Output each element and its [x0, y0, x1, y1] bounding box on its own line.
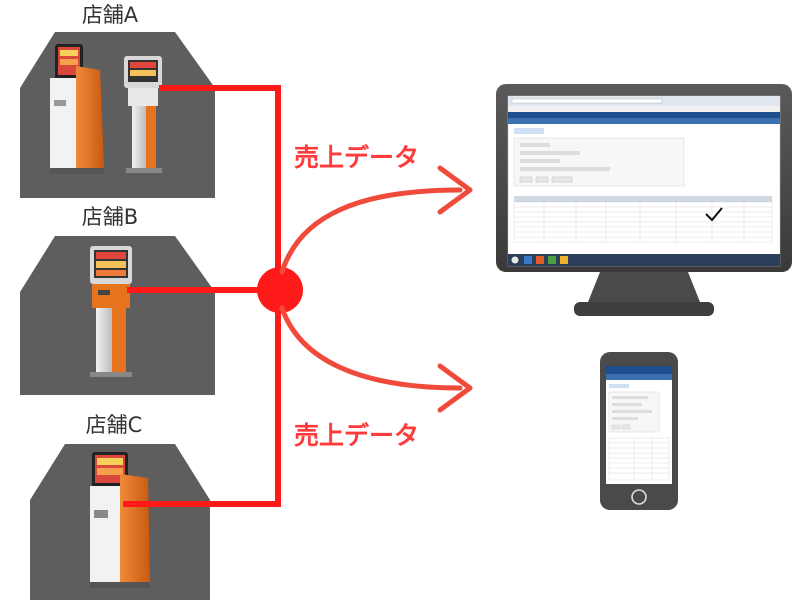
flow-label-bottom: 売上データ	[294, 421, 419, 450]
kiosk-icon	[90, 246, 132, 377]
line-store-c	[123, 287, 281, 507]
flow-arrows	[279, 165, 473, 413]
smartphone-icon	[600, 352, 678, 510]
store-a: 店舗A	[20, 3, 215, 198]
store-b: 店舗B	[20, 205, 215, 395]
arrow-to-phone	[279, 305, 463, 391]
house-icon	[20, 32, 215, 198]
kiosk-icon	[50, 44, 104, 174]
junction-node	[257, 267, 303, 313]
store-c-label: 店舗C	[86, 413, 143, 437]
store-a-label: 店舗A	[82, 3, 139, 27]
store-b-label: 店舗B	[82, 205, 138, 229]
flow-label-top: 売上データ	[294, 143, 419, 172]
arrow-head-phone	[437, 363, 473, 413]
arrow-to-pc	[279, 187, 463, 275]
connection-lines	[123, 85, 281, 507]
store-c: 店舗C	[30, 413, 210, 600]
arrow-head-pc	[437, 165, 473, 215]
kiosk-icon	[124, 56, 162, 173]
line-store-a	[159, 85, 281, 293]
monitor-icon	[496, 84, 792, 316]
